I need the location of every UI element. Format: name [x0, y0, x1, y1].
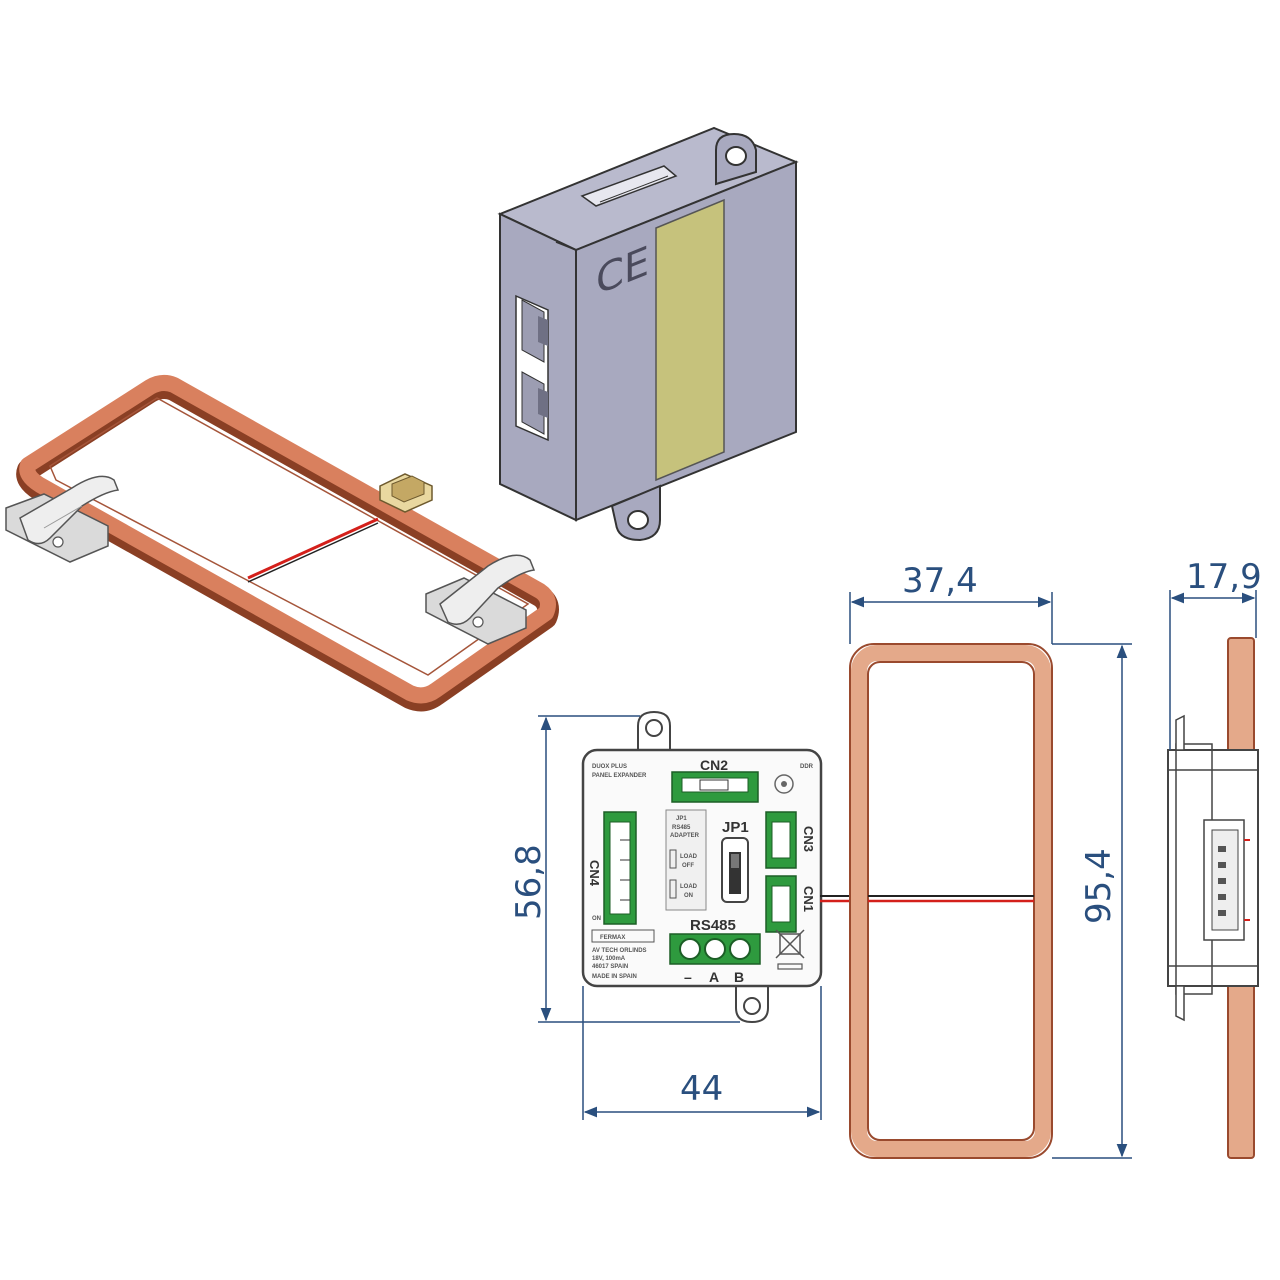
product-line-2: PANEL EXPANDER — [592, 773, 647, 779]
jp1-label: JP1 — [722, 819, 749, 836]
cn2-label: CN2 — [700, 757, 728, 773]
jp1-box-sub2: ADAPTER — [670, 833, 700, 839]
coil-3d-clip-right — [425, 554, 536, 645]
coil-3d-connector — [379, 473, 433, 513]
term-b: B — [734, 969, 744, 985]
module-3d-view: CE — [497, 126, 799, 542]
coil-3d-ring — [19, 374, 556, 704]
dim-coil-depth: 17,9 — [1186, 557, 1262, 597]
recycle-icon — [774, 774, 794, 794]
load-on-1: LOAD — [680, 884, 698, 890]
coil-3d-wire-black — [247, 522, 379, 583]
term-minus: – — [684, 969, 692, 985]
cn3-label: CN3 — [801, 826, 816, 852]
term-a: A — [709, 969, 719, 985]
load-off-1: LOAD — [680, 854, 698, 860]
cn1-label: CN1 — [801, 886, 816, 912]
weee-bin-icon — [775, 929, 805, 970]
ref-code: DDR — [800, 764, 814, 770]
jp1-box-title: JP1 — [676, 816, 687, 822]
brand: FERMAX — [600, 935, 625, 941]
spec-1: AV TECH ORLINDS — [592, 948, 647, 954]
load-off-2: OFF — [682, 863, 694, 869]
coil-front-outer — [849, 643, 1053, 1159]
load-on-2: ON — [684, 893, 693, 899]
spec-3: 46017 SPAIN — [592, 964, 628, 970]
jp1-box-sub1: RS485 — [672, 825, 691, 831]
rs485-label: RS485 — [690, 917, 736, 934]
cn4-label: CN4 — [587, 860, 602, 887]
side-view — [1167, 637, 1259, 1159]
coil-3d-wire-red — [247, 517, 379, 580]
product-line-1: DUOX PLUS — [592, 764, 627, 770]
dim-module-width: 44 — [680, 1069, 723, 1109]
spec-4: MADE IN SPAIN — [592, 974, 637, 980]
coil-front-band — [851, 645, 1051, 1157]
dim-coil-height: 95,4 — [1079, 848, 1119, 924]
coil-3d-view — [5, 374, 559, 712]
coil-front-view — [849, 643, 1053, 1159]
spec-2: 18V, 100mA — [592, 956, 626, 962]
coil-3d-clip-left — [5, 475, 120, 563]
on-mark: ON — [592, 916, 601, 922]
dim-module-height: 56,8 — [509, 844, 549, 920]
dimension-lines — [538, 590, 1257, 1159]
jp1-info-box — [665, 809, 707, 911]
module-3d-label — [655, 198, 725, 482]
dim-coil-width: 37,4 — [902, 561, 978, 601]
